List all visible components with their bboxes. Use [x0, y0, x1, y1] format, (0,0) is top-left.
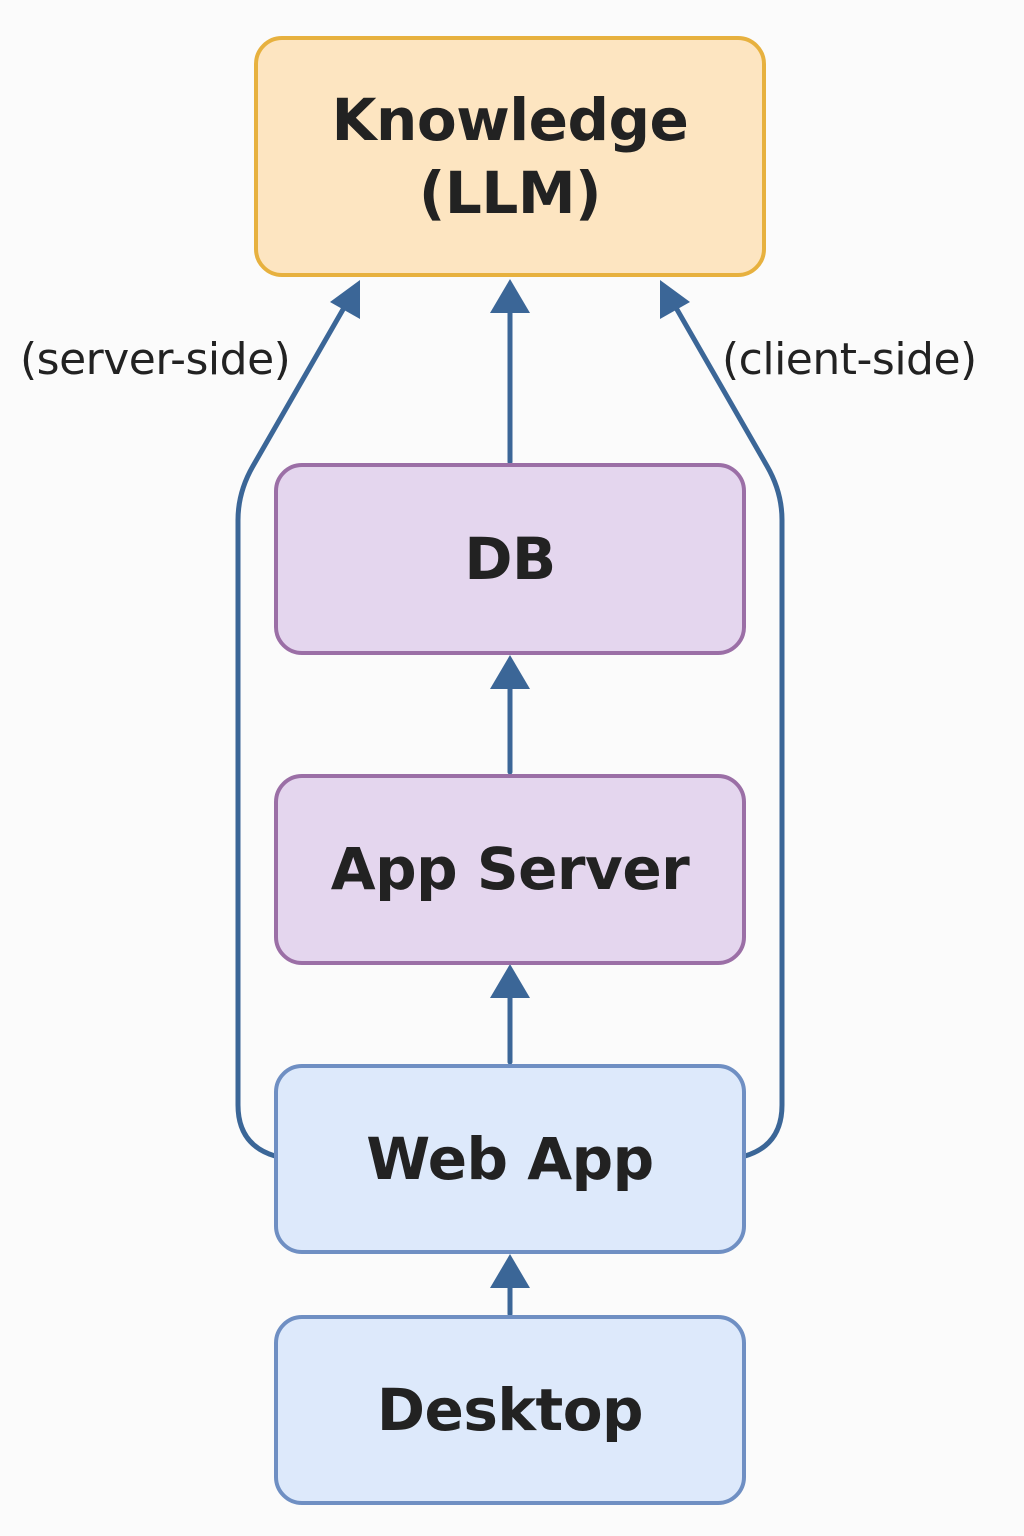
- server-side-edge-label: (server-side): [20, 334, 291, 385]
- arrowhead-knowledge-left: [330, 280, 360, 319]
- web-app-node: Web App: [274, 1064, 746, 1254]
- desktop-node-label: Desktop: [376, 1375, 644, 1444]
- arrowhead-webapp: [490, 1254, 530, 1288]
- db-node-label: DB: [464, 524, 556, 593]
- knowledge-node-subtitle: (LLM): [418, 158, 602, 227]
- web-app-node-label: Web App: [366, 1124, 654, 1193]
- app-server-node: App Server: [274, 774, 746, 965]
- knowledge-llm-node: Knowledge (LLM): [254, 36, 766, 277]
- arrowhead-appserver: [490, 964, 530, 998]
- arrowhead-knowledge-center: [490, 279, 530, 313]
- db-node: DB: [274, 463, 746, 655]
- arrowhead-db: [490, 655, 530, 689]
- arrowhead-knowledge-right: [660, 280, 690, 319]
- desktop-node: Desktop: [274, 1315, 746, 1505]
- edge-webapp-to-knowledge-client-side: [672, 303, 785, 1159]
- app-server-node-label: App Server: [330, 835, 690, 904]
- edge-webapp-to-knowledge-server-side: [235, 303, 348, 1159]
- knowledge-node-title: Knowledge: [331, 86, 689, 154]
- client-side-edge-label: (client-side): [722, 334, 977, 385]
